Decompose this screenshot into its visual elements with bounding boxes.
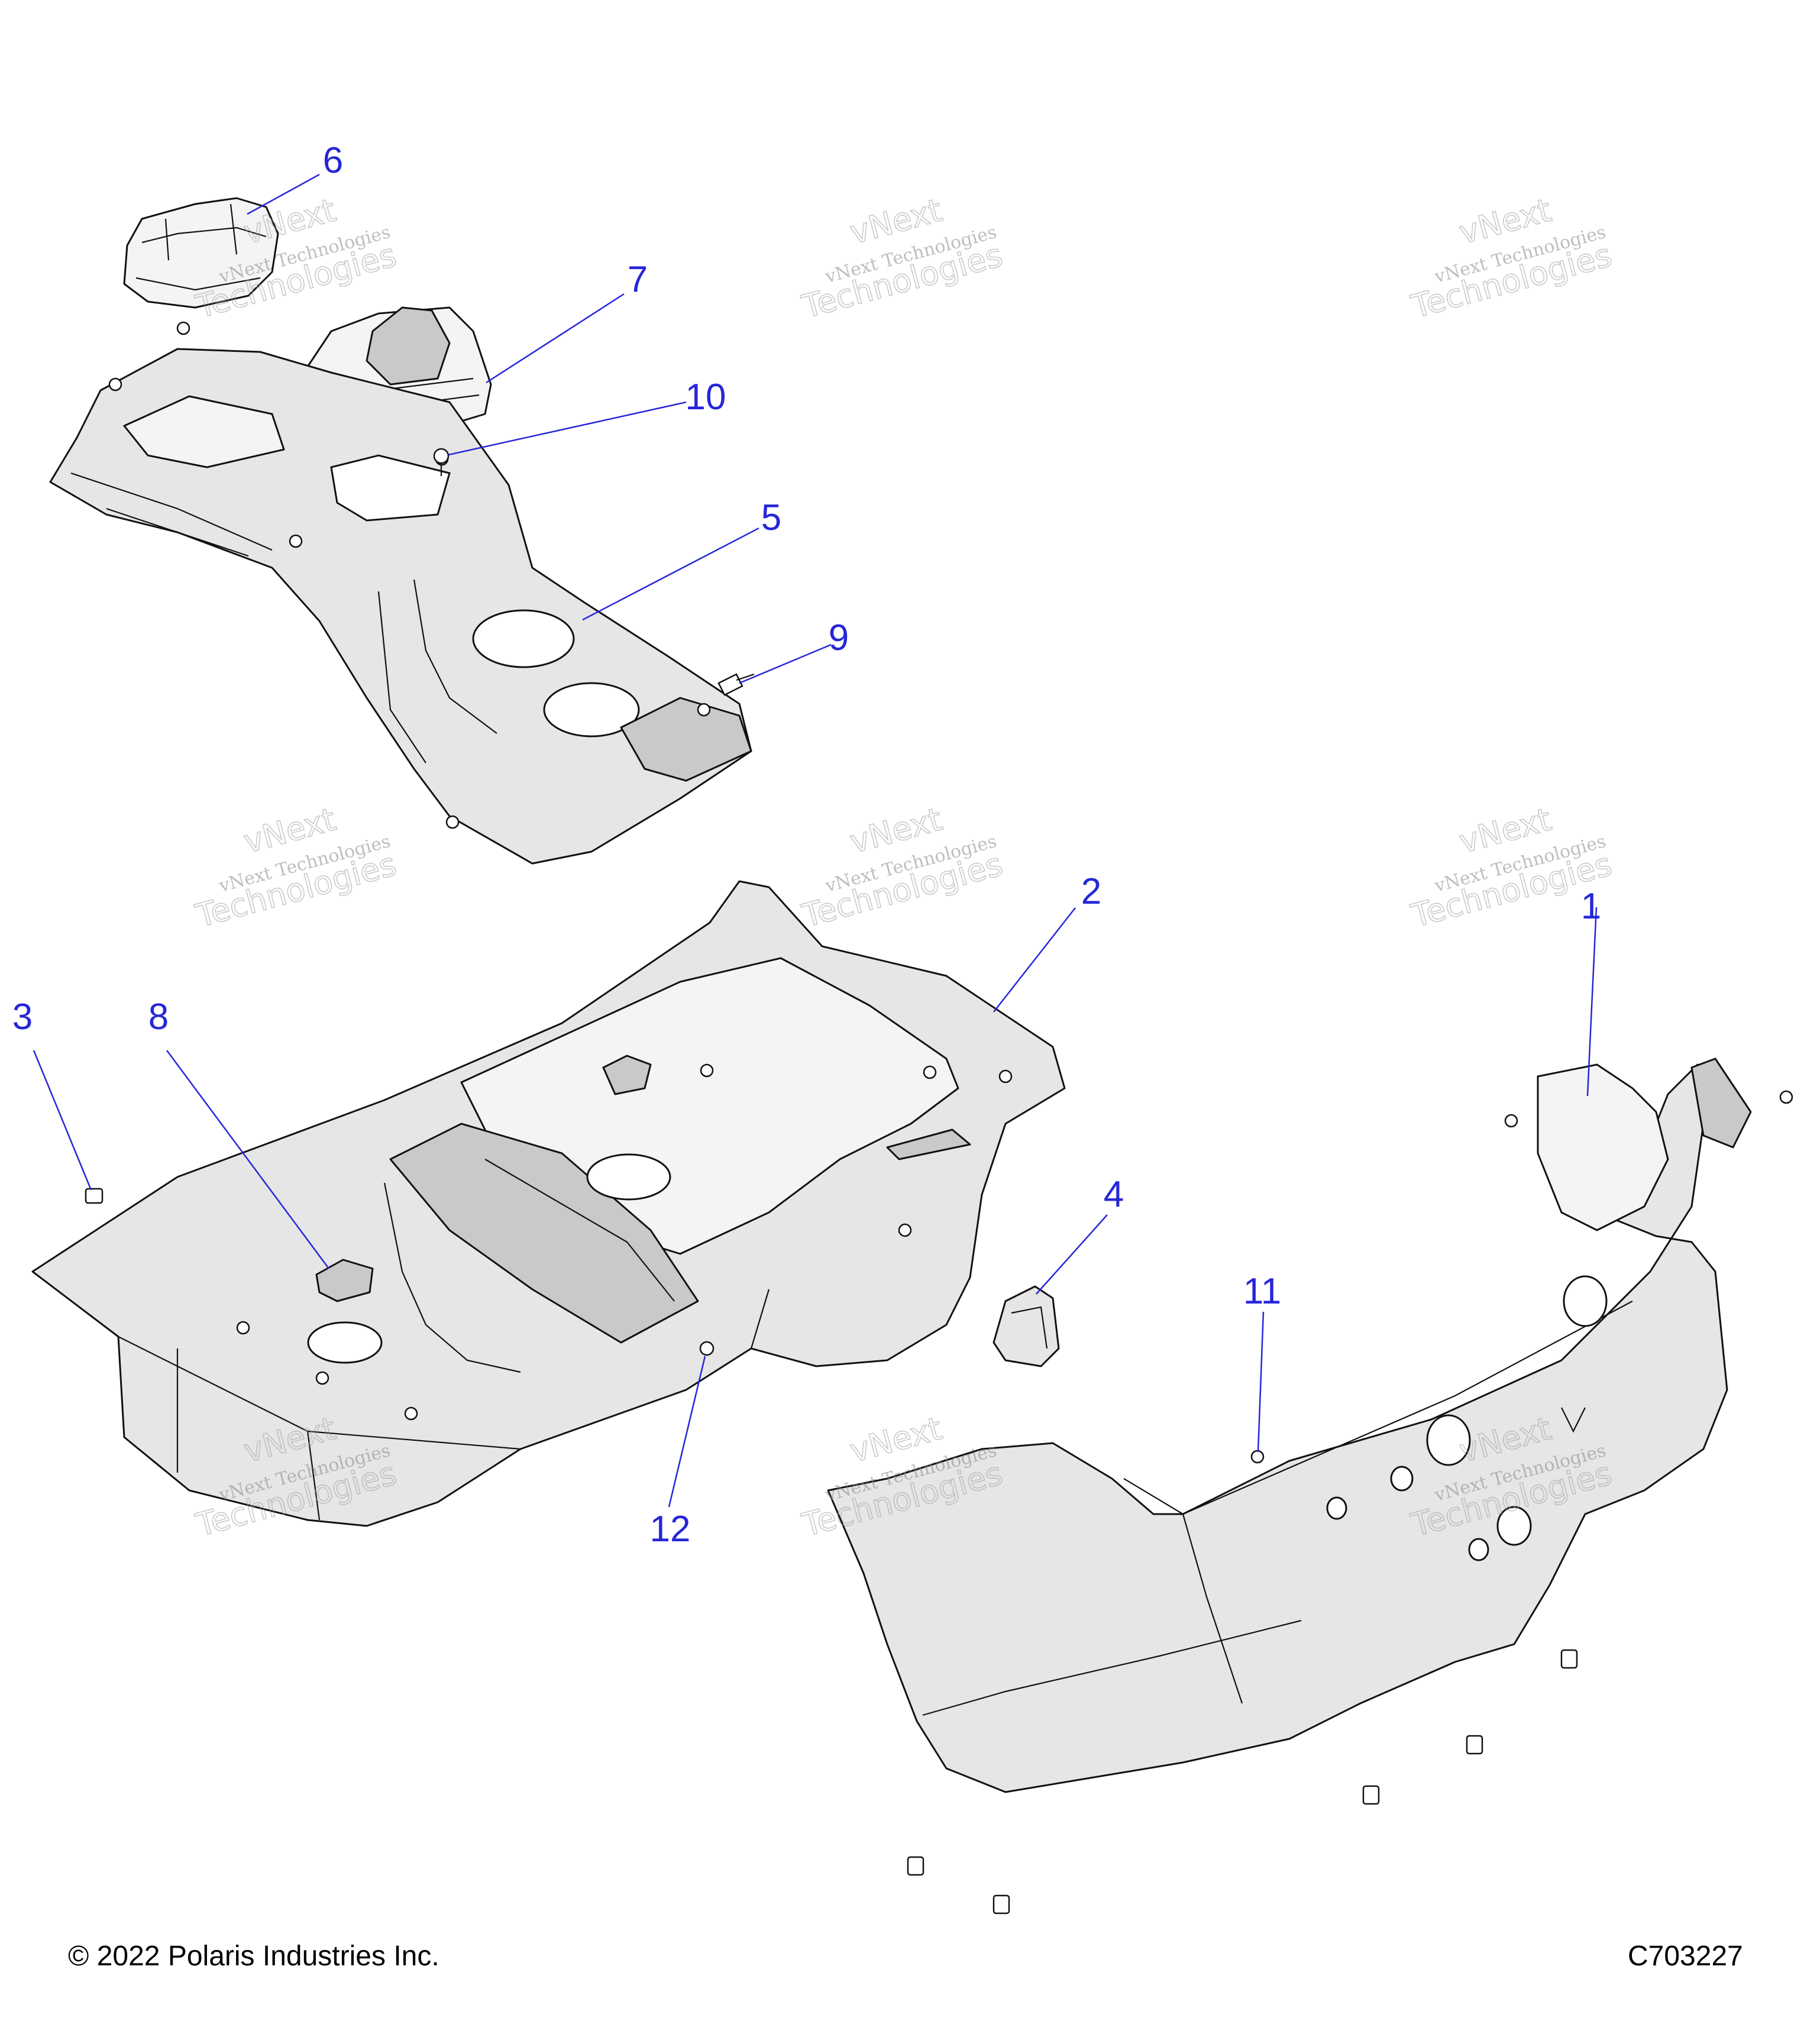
callout-6: 6 — [323, 140, 343, 181]
callout-1: 1 — [1581, 886, 1601, 927]
part-9-fastener — [717, 673, 755, 696]
leader-11 — [1257, 1311, 1265, 1453]
leader-3 — [33, 1050, 92, 1191]
part-10-screw — [433, 448, 450, 476]
part-4-bracket — [992, 1285, 1060, 1367]
part-11-fastener — [1250, 1450, 1265, 1464]
part-1-front-panel — [827, 1057, 1793, 1914]
callout-4: 4 — [1104, 1174, 1124, 1215]
part-3-clip — [85, 1188, 104, 1204]
callouts: 6 7 10 5 9 2 3 8 4 11 12 1 — [12, 140, 1601, 1550]
part-6-shift-cover — [123, 197, 279, 309]
watermark: vNext vNext Technologies Technologies — [797, 191, 1007, 326]
leader-9 — [739, 643, 832, 684]
callout-8: 8 — [148, 997, 169, 1037]
leader-lines — [33, 173, 1598, 1508]
callout-5: 5 — [761, 497, 781, 538]
leader-5 — [582, 527, 759, 621]
callout-9: 9 — [829, 617, 849, 658]
leader-7 — [486, 293, 625, 384]
copyright-notice: © 2022 Polaris Industries Inc. — [68, 1940, 439, 1972]
diagram-id: C703227 — [1628, 1940, 1743, 1972]
watermark: vNext vNext Technologies Technologies — [797, 800, 1007, 936]
part-12-fastener — [699, 1341, 714, 1356]
leader-2 — [993, 907, 1076, 1013]
leader-1 — [1586, 907, 1598, 1097]
part-8-plug — [315, 1259, 374, 1302]
leader-6 — [247, 173, 320, 215]
leader-8 — [166, 1050, 330, 1269]
callout-2: 2 — [1081, 871, 1101, 912]
leader-12 — [668, 1356, 706, 1508]
part-5-center-console — [49, 321, 752, 865]
watermark: vNext vNext Technologies Technologies — [1407, 191, 1616, 326]
leader-10 — [448, 401, 687, 456]
watermark: vNext vNext Technologies Technologies — [191, 800, 400, 936]
callout-3: 3 — [12, 997, 33, 1037]
callout-10: 10 — [686, 377, 726, 418]
part-2-floor-pan — [31, 880, 1066, 1527]
leader-4 — [1036, 1214, 1108, 1295]
callout-11: 11 — [1243, 1271, 1281, 1312]
callout-12: 12 — [650, 1509, 691, 1550]
callout-7: 7 — [628, 259, 648, 300]
